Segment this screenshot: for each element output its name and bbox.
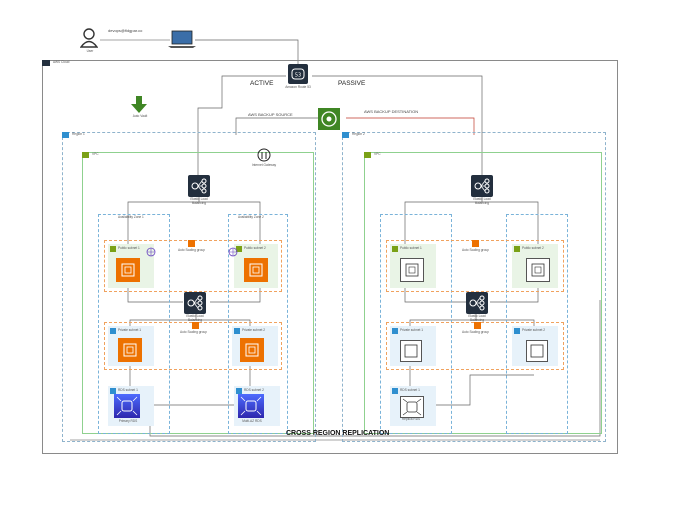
public-subnet-1-left-icon bbox=[110, 246, 116, 252]
svg-text:53: 53 bbox=[295, 73, 301, 79]
ec2-standby-1-icon bbox=[400, 258, 424, 282]
backup-vault-label: Auto Vault bbox=[132, 114, 148, 118]
cross-region-replication-label: CROSS REGION REPLICATION bbox=[286, 430, 390, 437]
internet-gateway-icon bbox=[257, 148, 271, 162]
aws-cloud-icon bbox=[42, 60, 50, 66]
rds-subnet-1-left-label: RDS subnet 1 bbox=[118, 388, 138, 392]
elb-top-left-label: Elastic Load Balancing bbox=[190, 197, 208, 205]
rds-subnet-2-left-icon bbox=[236, 388, 242, 394]
private-subnet-2-left-icon bbox=[234, 328, 240, 334]
user-label: User bbox=[86, 49, 94, 53]
ec2-instance-2-icon bbox=[244, 258, 268, 282]
internet-gateway-label: Internet Gateway bbox=[251, 163, 277, 167]
ec2-private-1-icon bbox=[118, 338, 142, 362]
az-1-label: Availability Zone 1 bbox=[118, 215, 144, 219]
asg-mid-left-label: Auto Scaling group bbox=[180, 330, 207, 334]
region-1-label: Region 1 bbox=[72, 132, 85, 136]
backup-destination-label: AWS BACKUP DESTINATION bbox=[364, 109, 419, 114]
ec2-private-standby-1-icon bbox=[400, 340, 422, 362]
asg-top-right-label: Auto Scaling group bbox=[462, 248, 489, 252]
public-subnet-2-right-icon bbox=[514, 246, 520, 252]
passive-label: PASSIVE bbox=[338, 80, 366, 87]
public-subnet-1-right-label: Public subnet 1 bbox=[400, 246, 422, 250]
rds-subnet-1-right-label: RDS subnet 1 bbox=[400, 388, 420, 392]
rds-subnet-1-right-icon bbox=[392, 388, 398, 394]
elb-top-right-label: Elastic Load Balancing bbox=[473, 197, 491, 205]
rds-subnet-1-left-icon bbox=[110, 388, 116, 394]
ec2-private-standby-2-icon bbox=[526, 340, 548, 362]
aws-cloud-label: AWS Cloud bbox=[53, 60, 70, 64]
public-subnet-2-left-icon bbox=[236, 246, 242, 252]
private-subnet-2-right-label: Private subnet 2 bbox=[522, 328, 546, 332]
user-icon bbox=[79, 28, 99, 48]
rds-subnet-2-left-label: RDS subnet 2 bbox=[244, 388, 264, 392]
region-1-icon bbox=[62, 132, 69, 138]
private-subnet-1-left-icon bbox=[110, 328, 116, 334]
elb-top-right-icon bbox=[471, 175, 493, 197]
az-2-label: Availability Zone 2 bbox=[238, 215, 264, 219]
asg-top-left-label: Auto Scaling group bbox=[178, 248, 205, 252]
asg-mid-right-icon bbox=[474, 322, 481, 329]
public-subnet-2-right-label: Public subnet 2 bbox=[522, 246, 544, 250]
vpc-1-icon bbox=[82, 152, 89, 158]
vpc-2-icon bbox=[364, 152, 371, 158]
private-subnet-1-right-label: Private subnet 1 bbox=[400, 328, 424, 332]
active-label: ACTIVE bbox=[250, 80, 274, 87]
region-2-boundary bbox=[342, 132, 606, 442]
elb-mid-left-label: Elastic Load Balancing bbox=[186, 314, 204, 322]
private-subnet-2-right-icon bbox=[514, 328, 520, 334]
rds-replica-label: Replica RDS bbox=[401, 417, 421, 421]
asg-mid-left-icon bbox=[192, 322, 199, 329]
vpc-1-label: VPC bbox=[92, 152, 99, 156]
asg-mid-right-label: Auto Scaling group bbox=[462, 330, 489, 334]
public-subnet-2-left-label: Public subnet 2 bbox=[244, 246, 266, 250]
nat-gateway-icon bbox=[146, 244, 156, 257]
asg-top-left-icon bbox=[188, 240, 195, 247]
vpc-2-label: VPC bbox=[374, 152, 381, 156]
private-subnet-1-right-icon bbox=[392, 328, 398, 334]
elb-mid-right-label: Elastic Load Balancing bbox=[468, 314, 486, 322]
rds-multiaz-label: Multi-AZ RDS bbox=[242, 419, 262, 423]
elb-mid-right-icon bbox=[466, 292, 488, 314]
vpc-2-boundary bbox=[364, 152, 602, 434]
region-2-label: Region 2 bbox=[352, 132, 365, 136]
ec2-instance-icon bbox=[116, 258, 140, 282]
asg-top-right-icon bbox=[472, 240, 479, 247]
backup-vault-icon bbox=[130, 96, 148, 114]
rds-multiaz-icon bbox=[238, 394, 264, 418]
region-1-boundary bbox=[62, 132, 316, 442]
region-2-icon bbox=[342, 132, 349, 138]
public-subnet-1-left-label: Public subnet 1 bbox=[118, 246, 140, 250]
aws-cloud-boundary bbox=[42, 60, 618, 454]
elb-top-left-icon bbox=[188, 175, 210, 197]
route53-icon: 53 bbox=[288, 64, 308, 84]
vpc-1-boundary bbox=[82, 152, 314, 434]
elb-mid-left-icon bbox=[184, 292, 206, 314]
private-subnet-2-left-label: Private subnet 2 bbox=[242, 328, 266, 332]
backup-source-label: AWS BACKUP SOURCE bbox=[248, 112, 293, 117]
private-subnet-1-left-label: Private subnet 1 bbox=[118, 328, 142, 332]
aws-backup-icon bbox=[318, 108, 340, 130]
az-2-boundary bbox=[228, 214, 288, 434]
az-1-boundary bbox=[98, 214, 170, 434]
ec2-private-2-icon bbox=[240, 338, 264, 362]
ec2-standby-2-icon bbox=[526, 258, 550, 282]
user-email: devops@fidgpar.co bbox=[108, 28, 143, 33]
az-1-right-boundary bbox=[380, 214, 452, 434]
nat-gateway-2-icon bbox=[228, 244, 238, 257]
public-subnet-1-right-icon bbox=[392, 246, 398, 252]
rds-primary-icon bbox=[114, 394, 140, 418]
rds-primary-label: Primary RDS bbox=[118, 419, 138, 423]
az-2-right-boundary bbox=[506, 214, 568, 434]
route53-label: Amazon Route 53 bbox=[285, 85, 311, 89]
laptop-icon bbox=[168, 30, 196, 48]
rds-replica-icon bbox=[400, 396, 424, 418]
